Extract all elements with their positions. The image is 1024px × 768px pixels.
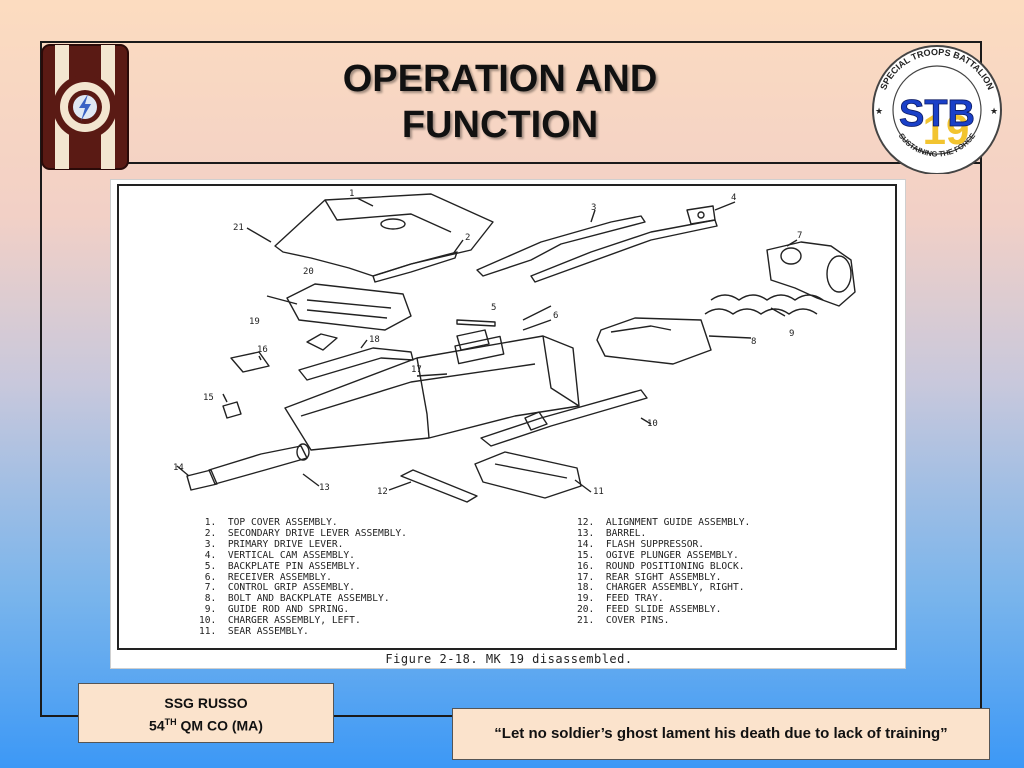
presenter-box: SSG RUSSO 54TH QM CO (MA)	[78, 683, 334, 743]
list-item: 5. BACKPLATE PIN ASSEMBLY.	[199, 560, 361, 572]
parts-list-right: 12. ALIGNMENT GUIDE ASSEMBLY. 13. BARREL…	[577, 517, 751, 627]
callout-1: 1	[349, 189, 354, 199]
title-line-1: OPERATION AND	[342, 58, 658, 100]
list-item: 7. CONTROL GRIP ASSEMBLY.	[199, 582, 355, 594]
bolt-backplate-part	[596, 317, 712, 365]
list-item: 20. FEED SLIDE ASSEMBLY.	[577, 604, 722, 616]
callout-20: 20	[303, 267, 314, 277]
star-icon: ★	[990, 107, 998, 117]
list-item: 16. ROUND POSITIONING BLOCK.	[577, 560, 745, 572]
backplate-pin-part	[456, 319, 496, 327]
parts-list-left: 1. TOP COVER ASSEMBLY. 2. SECONDARY DRIV…	[199, 517, 407, 638]
list-item: 15. OGIVE PLUNGER ASSEMBLY.	[577, 549, 739, 561]
callout-8: 8	[751, 337, 756, 347]
guide-rod-spring-part	[704, 294, 824, 315]
alignment-guide-part	[400, 469, 478, 503]
flash-suppressor-part	[186, 469, 218, 491]
list-item: 2. SECONDARY DRIVE LEVER ASSEMBLY.	[199, 527, 407, 539]
barrel-part	[208, 445, 308, 485]
callout-5: 5	[491, 303, 496, 313]
callout-18: 18	[369, 335, 380, 345]
left-charger-part	[480, 389, 648, 447]
quote-text: “Let no soldier’s ghost lament his death…	[494, 725, 948, 742]
presenter-name: SSG RUSSO	[164, 695, 248, 711]
callout-14: 14	[173, 463, 184, 473]
list-item: 8. BOLT AND BACKPLATE ASSEMBLY.	[199, 593, 390, 605]
right-charger-part	[298, 347, 414, 381]
vertical-cam-part	[686, 205, 716, 225]
unit-suffix: TH	[164, 717, 177, 727]
page-title: OPERATION AND FUNCTION	[250, 56, 750, 148]
figure-border	[117, 184, 897, 650]
title-line-2: FUNCTION	[401, 104, 599, 146]
figure-panel: 1 2 3 4 5 6 7 8 9 10 11 12 13 14 15 16 1…	[110, 179, 906, 669]
unit-number: 54	[149, 717, 165, 734]
list-item: 17. REAR SIGHT ASSEMBLY.	[577, 571, 722, 583]
callout-6: 6	[553, 311, 558, 321]
seal-number: 19	[923, 106, 970, 153]
list-item: 3. PRIMARY DRIVE LEVER.	[199, 538, 344, 550]
top-cover-part	[274, 193, 494, 277]
callout-12: 12	[377, 487, 388, 497]
callout-10: 10	[647, 419, 658, 429]
list-item: 1. TOP COVER ASSEMBLY.	[199, 517, 338, 528]
secondary-drive-lever-part	[372, 251, 458, 283]
primary-drive-lever-part	[476, 215, 646, 277]
callout-4: 4	[731, 193, 736, 203]
battalion-seal-logo: SPECIAL TROOPS BATTALION SUSTAINING THE …	[872, 45, 1002, 174]
list-item: 14. FLASH SUPPRESSOR.	[577, 538, 705, 550]
header-divider	[128, 162, 980, 164]
callout-7: 7	[797, 231, 802, 241]
callout-2: 2	[465, 233, 470, 243]
list-item: 10. CHARGER ASSEMBLY, LEFT.	[199, 615, 361, 627]
list-item: 12. ALIGNMENT GUIDE ASSEMBLY.	[577, 517, 751, 528]
list-item: 19. FEED TRAY.	[577, 593, 664, 605]
list-item: 13. BARREL.	[577, 527, 647, 539]
figure-caption: Figure 2-18. MK 19 disassembled.	[385, 652, 633, 666]
sear-part	[474, 451, 582, 499]
unit-name: QM CO (MA)	[176, 717, 263, 734]
exploded-parts-diagram: 1 2 3 4 5 6 7 8 9 10 11 12 13 14 15 16 1…	[173, 189, 856, 503]
star-icon: ★	[875, 107, 883, 117]
ogive-plunger-part	[222, 401, 242, 419]
list-item: 9. GUIDE ROD AND SPRING.	[199, 604, 350, 616]
list-item: 4. VERTICAL CAM ASSEMBLY.	[199, 549, 355, 561]
presenter-unit: 54TH QM CO (MA)	[79, 713, 333, 736]
list-item: 6. RECEIVER ASSEMBLY.	[199, 571, 332, 583]
list-item: 21. COVER PINS.	[577, 615, 670, 627]
seal-center-text: STB	[899, 93, 975, 135]
callout-labels: 1 2 3 4 5 6 7 8 9 10 11 12 13 14 15 16 1…	[173, 189, 802, 497]
callout-19: 19	[249, 317, 260, 327]
quote-box: “Let no soldier’s ghost lament his death…	[452, 708, 990, 760]
callout-17: 17	[411, 365, 422, 375]
callout-15: 15	[203, 393, 214, 403]
callout-3: 3	[591, 203, 596, 213]
control-grip-part	[766, 241, 856, 307]
callout-13: 13	[319, 483, 330, 493]
callout-21: 21	[233, 223, 244, 233]
callout-11: 11	[593, 487, 604, 497]
feed-slide-part	[286, 283, 412, 331]
round-positioning-block-part	[230, 351, 270, 373]
list-item: 18. CHARGER ASSEMBLY, RIGHT.	[577, 582, 745, 594]
rear-sight-part	[456, 329, 490, 351]
unit-insignia-logo	[41, 44, 129, 170]
callout-16: 16	[257, 345, 268, 355]
callout-9: 9	[789, 329, 794, 339]
receiver-part	[284, 335, 580, 451]
list-item: 11. SEAR ASSEMBLY.	[199, 626, 309, 638]
